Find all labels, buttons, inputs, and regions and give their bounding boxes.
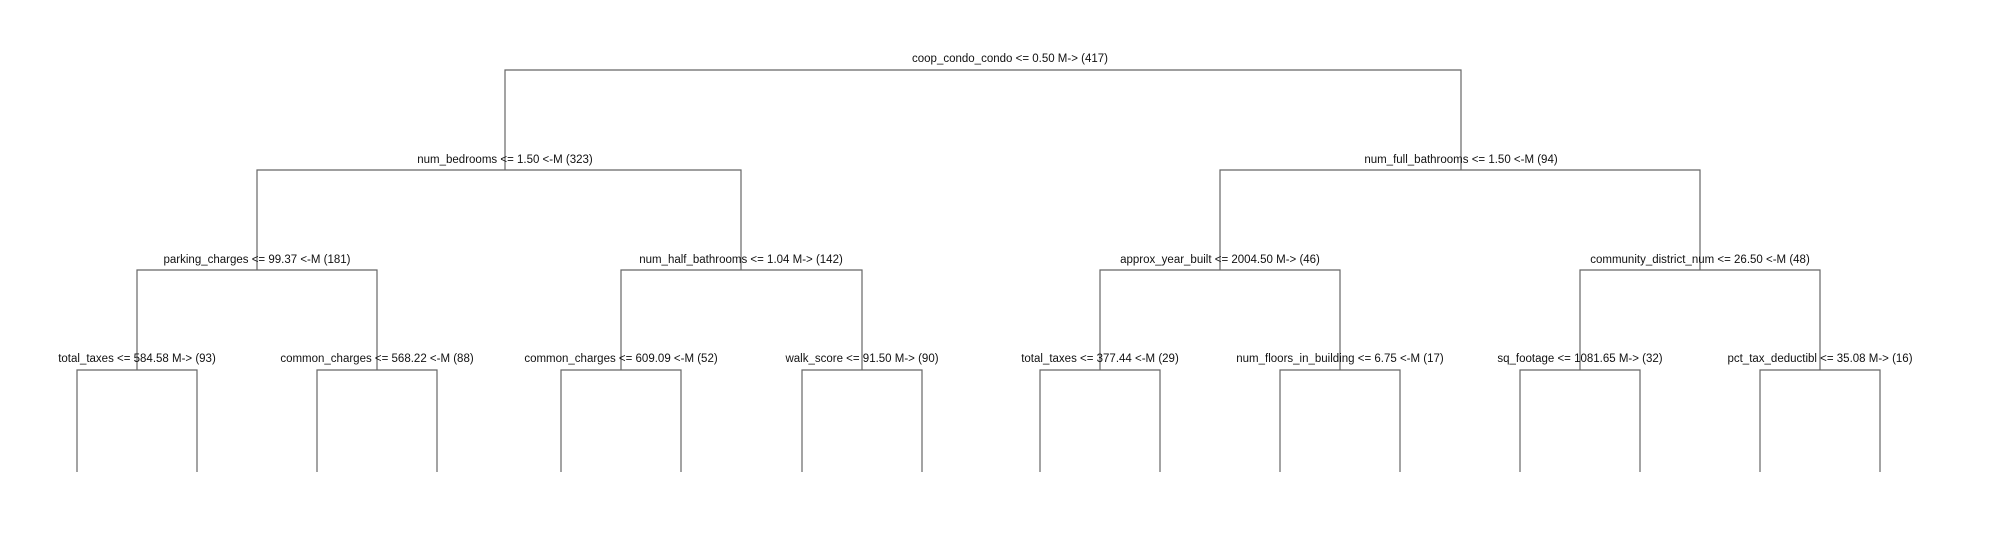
tree-node-n10: walk_score <= 91.50 M-> (90)	[784, 353, 938, 365]
node-split-label: total_taxes <= 377.44 <-M (29)	[1021, 353, 1179, 365]
tree-branch-n5	[1099, 269, 1341, 370]
tree-node-n9: common_charges <= 609.09 <-M (52)	[524, 353, 718, 365]
tree-node-n0: coop_condo_condo <= 0.50 M-> (417)	[912, 53, 1108, 65]
tree-node-labels: coop_condo_condo <= 0.50 M-> (417) num_be…	[58, 53, 1913, 365]
node-split-label: common_charges <= 609.09 <-M (52)	[524, 353, 718, 365]
tree-node-n6: community_district_num <= 26.50 <-M (48)	[1590, 254, 1810, 266]
tree-branch-n13	[1519, 369, 1641, 472]
node-split-label: num_floors_in_building <= 6.75 <-M (17)	[1236, 353, 1444, 365]
tree-node-n13: sq_footage <= 1081.65 M-> (32)	[1497, 353, 1662, 365]
tree-edges	[76, 69, 1881, 472]
tree-node-n4: num_half_bathrooms <= 1.04 M-> (142)	[639, 254, 843, 266]
node-split-label: parking_charges <= 99.37 <-M (181)	[164, 254, 351, 266]
tree-branch-n12	[1279, 369, 1401, 472]
tree-node-n2: num_full_bathrooms <= 1.50 <-M (94)	[1364, 154, 1558, 166]
tree-branch-n3	[136, 269, 378, 370]
node-split-label: total_taxes <= 584.58 M-> (93)	[58, 353, 216, 365]
node-split-label: walk_score <= 91.50 M-> (90)	[784, 353, 938, 365]
tree-node-n11: total_taxes <= 377.44 <-M (29)	[1021, 353, 1179, 365]
node-split-label: num_half_bathrooms <= 1.04 M-> (142)	[639, 254, 843, 266]
node-split-label: pct_tax_deductibl <= 35.08 M-> (16)	[1727, 353, 1912, 365]
tree-branch-n10	[801, 369, 923, 472]
tree-node-n5: approx_year_built <= 2004.50 M-> (46)	[1120, 254, 1320, 266]
node-split-label: community_district_num <= 26.50 <-M (48)	[1590, 254, 1810, 266]
tree-branch-n0	[504, 69, 1462, 170]
node-split-label: sq_footage <= 1081.65 M-> (32)	[1497, 353, 1662, 365]
tree-branch-n8	[316, 369, 438, 472]
node-split-label: coop_condo_condo <= 0.50 M-> (417)	[912, 53, 1108, 65]
tree-branch-n11	[1039, 369, 1161, 472]
tree-node-n1: num_bedrooms <= 1.50 <-M (323)	[417, 154, 593, 166]
tree-branch-n1	[256, 169, 742, 270]
node-split-label: num_bedrooms <= 1.50 <-M (323)	[417, 154, 593, 166]
tree-branch-n2	[1219, 169, 1701, 270]
tree-branch-n9	[560, 369, 682, 472]
tree-node-n7: total_taxes <= 584.58 M-> (93)	[58, 353, 216, 365]
node-split-label: num_full_bathrooms <= 1.50 <-M (94)	[1364, 154, 1558, 166]
tree-branch-n7	[76, 369, 198, 472]
tree-branch-n14	[1759, 369, 1881, 472]
node-split-label: common_charges <= 568.22 <-M (88)	[280, 353, 474, 365]
tree-branch-n4	[620, 269, 863, 370]
node-split-label: approx_year_built <= 2004.50 M-> (46)	[1120, 254, 1320, 266]
tree-node-n12: num_floors_in_building <= 6.75 <-M (17)	[1236, 353, 1444, 365]
tree-branch-n6	[1579, 269, 1821, 370]
tree-node-n3: parking_charges <= 99.37 <-M (181)	[164, 254, 351, 266]
tree-node-n14: pct_tax_deductibl <= 35.08 M-> (16)	[1727, 353, 1912, 365]
tree-node-n8: common_charges <= 568.22 <-M (88)	[280, 353, 474, 365]
